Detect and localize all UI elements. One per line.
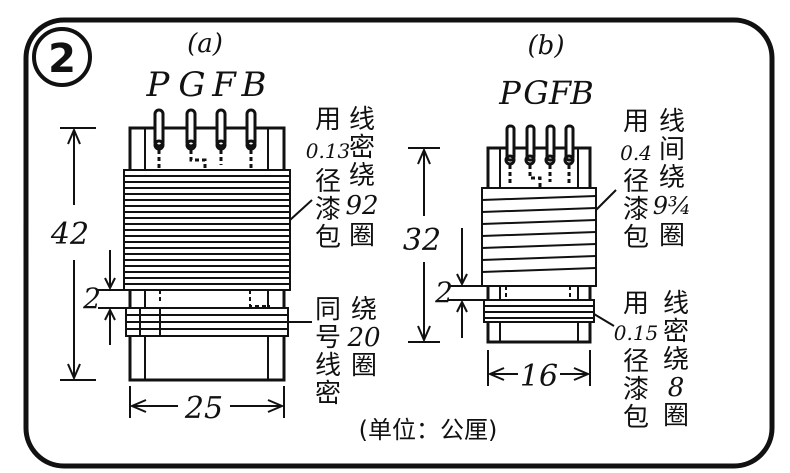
coil-b-lower-winding	[483, 299, 595, 323]
coil-b-upper-winding-label: 用 0.4 径 漆 包 线 间 绕 9¾ 圈	[620, 107, 691, 253]
svg-text:绕: 绕	[349, 161, 375, 191]
svg-text:圈: 圈	[351, 351, 377, 381]
svg-text:线: 线	[315, 351, 341, 381]
svg-text:密: 密	[349, 133, 375, 163]
coil-b-pin-f: F	[548, 74, 573, 112]
svg-text:号: 号	[315, 323, 341, 353]
coil-b-pins	[504, 124, 575, 190]
svg-text:圈: 圈	[663, 401, 689, 431]
svg-text:包: 包	[623, 403, 649, 433]
svg-text:密: 密	[315, 379, 341, 409]
svg-text:漆: 漆	[623, 375, 649, 405]
svg-text:径: 径	[623, 347, 649, 377]
coil-a-width-dimension	[129, 386, 285, 418]
coil-b-pin-p: P	[498, 74, 521, 112]
coil-b-upper-winding	[481, 187, 597, 298]
coil-a-height-value: 42	[50, 217, 89, 252]
coil-a-upper-winding-label: 用 0.13 径 漆 包 线 密 绕 92 圈	[306, 105, 379, 253]
coil-b-height-value: 32	[403, 223, 441, 258]
svg-text:8: 8	[668, 373, 685, 403]
coil-a-lower-winding	[125, 307, 289, 337]
svg-text:9¾: 9¾	[653, 192, 692, 220]
svg-text:圈: 圈	[659, 221, 685, 251]
coil-a: (a) P G F B	[50, 29, 381, 426]
coil-a-width-value: 25	[184, 391, 223, 426]
svg-text:径: 径	[315, 167, 341, 197]
coil-b-width-dimension	[487, 350, 591, 386]
coil-a-gap-value: 2	[82, 282, 101, 315]
svg-text:20: 20	[346, 323, 380, 353]
figure-number: 2	[48, 36, 76, 82]
svg-text:用: 用	[315, 105, 341, 135]
svg-text:0.15: 0.15	[614, 321, 659, 345]
svg-text:用: 用	[623, 107, 649, 137]
coil-a-label: (a)	[187, 29, 223, 59]
coil-b-gap-dimension	[448, 228, 484, 338]
svg-text:径: 径	[623, 167, 649, 197]
svg-text:线: 线	[349, 105, 375, 135]
svg-text:包: 包	[623, 223, 649, 253]
svg-text:密: 密	[663, 317, 689, 347]
svg-text:线: 线	[663, 289, 689, 319]
coil-a-pin-f: F	[211, 65, 237, 105]
svg-text:漆: 漆	[623, 195, 649, 225]
coil-a-pin-b: B	[241, 65, 267, 105]
coil-a-pin-p: P	[146, 65, 171, 105]
coil-b-height-dimension	[408, 147, 440, 343]
coil-b: (b) P G F B	[403, 31, 691, 433]
svg-text:包: 包	[315, 223, 341, 253]
svg-text:0.4: 0.4	[620, 141, 652, 165]
coil-a-height-dimension	[60, 127, 96, 381]
svg-text:绕: 绕	[663, 345, 689, 375]
figure-frame	[23, 17, 775, 469]
units-note: (单位：公厘)	[359, 416, 498, 444]
coil-a-upper-winding	[123, 169, 291, 307]
svg-text:漆: 漆	[315, 195, 341, 225]
svg-text:圈: 圈	[349, 221, 375, 251]
figure-number-circle	[32, 27, 92, 87]
svg-text:绕: 绕	[351, 295, 377, 325]
svg-text:92: 92	[345, 191, 378, 221]
coil-b-label: (b)	[528, 31, 565, 61]
coil-a-lower-winding-label: 同 号 线 密 绕 20 圈	[315, 295, 381, 409]
coil-b-lower-winding-label: 用 0.15 径 漆 包 线 密 绕 8 圈	[614, 289, 689, 433]
coil-b-pin-b: B	[569, 74, 594, 112]
coil-b-gap-value: 2	[434, 276, 453, 309]
coil-a-pins	[153, 108, 257, 175]
svg-text:0.13: 0.13	[306, 139, 351, 163]
coil-a-gap-dimension	[98, 250, 126, 345]
svg-text:同: 同	[315, 295, 341, 325]
svg-text:间: 间	[659, 135, 685, 165]
svg-text:用: 用	[623, 289, 649, 319]
coil-b-width-value: 16	[520, 359, 558, 394]
svg-text:线: 线	[659, 107, 685, 137]
svg-text:绕: 绕	[659, 163, 685, 193]
coil-a-pin-g: G	[178, 65, 205, 105]
coil-b-pin-g: G	[523, 74, 549, 112]
